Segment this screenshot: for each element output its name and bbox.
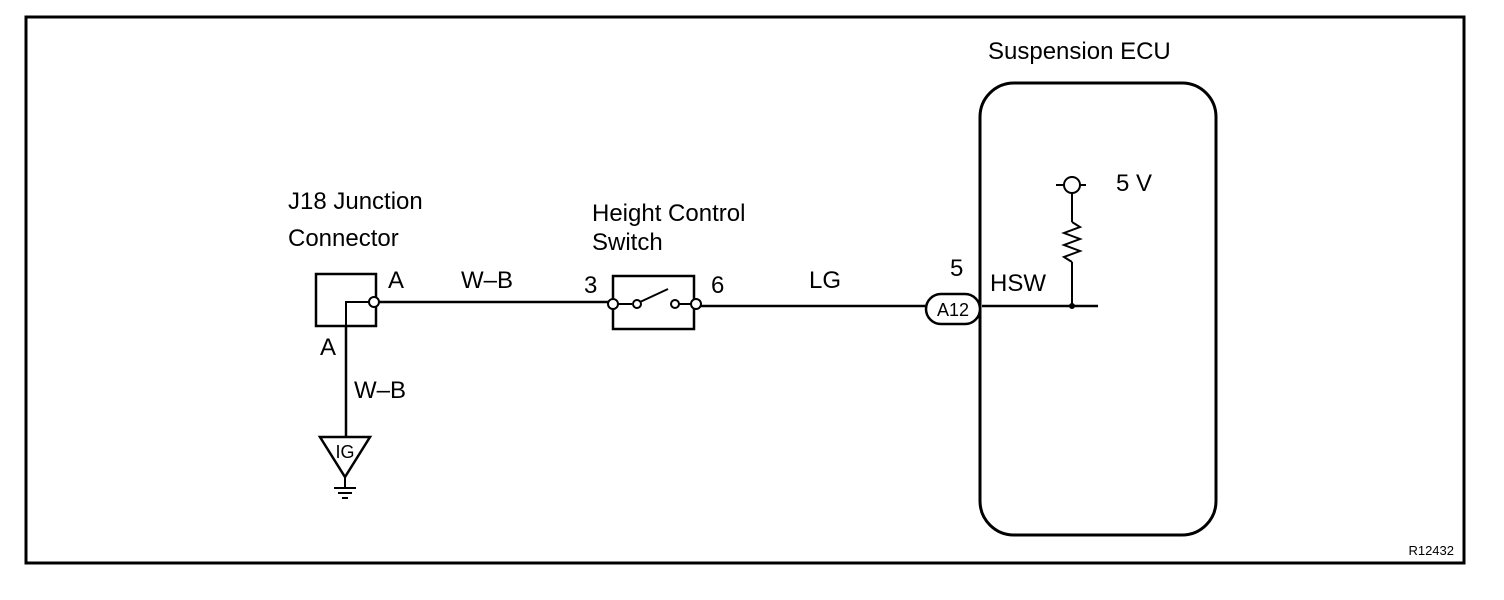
junction-pin-bottom-label: A (320, 334, 336, 361)
ground-point-triangle (317, 435, 373, 480)
junction-internal-link (345, 301, 371, 326)
supply-terminal (1063, 176, 1081, 194)
connector-pin: 5 (950, 255, 963, 282)
wire-wb-label: W–B (461, 267, 513, 294)
diagram-frame (24, 15, 1466, 565)
pullup-resistor (1061, 221, 1083, 263)
ground-point-label: IG (335, 442, 354, 462)
switch-arm (639, 288, 669, 303)
figure-code: R12432 (1408, 543, 1454, 558)
hsw-junction-dot (1069, 303, 1075, 309)
switch-label-line1: Height Control (592, 200, 745, 227)
junction-label-line1: J18 Junction (288, 188, 423, 215)
junction-pin-right-label: A (388, 267, 404, 294)
junction-pin-a (368, 296, 380, 308)
connector-id: A12 (937, 300, 969, 320)
switch-label-line2: Switch (592, 229, 663, 256)
connector-a12 (924, 292, 982, 326)
supply-voltage: 5 V (1116, 170, 1152, 197)
ecu-title: Suspension ECU (988, 38, 1171, 65)
switch-pin-right-label: 6 (711, 272, 724, 299)
wire-lg-label: LG (809, 267, 841, 294)
switch-pin-left-label: 3 (584, 272, 597, 299)
switch-body (611, 274, 696, 331)
junction-label-line2: Connector (288, 225, 399, 252)
switch-contact-right (670, 299, 680, 309)
wire-ground-label: W–B (354, 377, 406, 404)
switch-pin-left (607, 298, 619, 310)
ecu-box (978, 81, 1218, 537)
hsw-label: HSW (990, 270, 1046, 297)
switch-contact-left (632, 299, 642, 309)
switch-pin-right (690, 298, 702, 310)
